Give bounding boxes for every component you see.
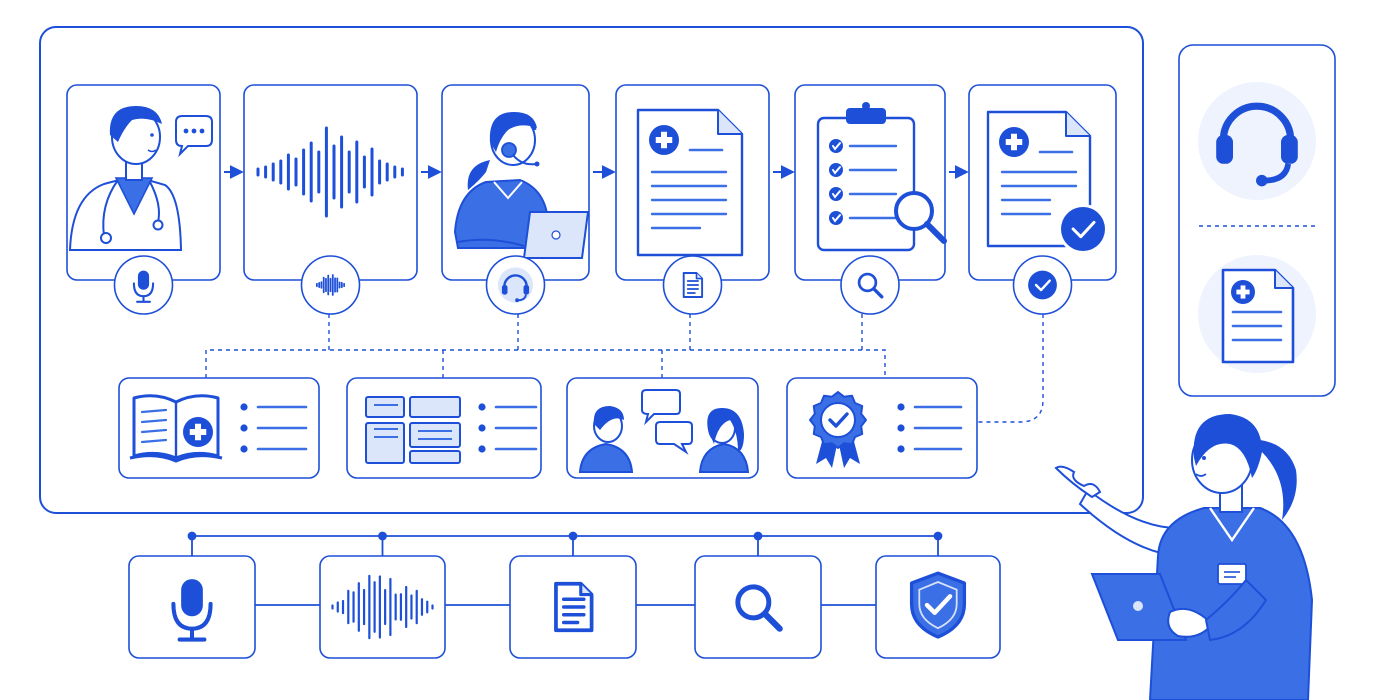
medical-book-icon	[129, 394, 223, 463]
pipeline-card-transcription	[441, 84, 590, 281]
step-badge-medical-document	[662, 255, 723, 315]
waveform-icon	[331, 574, 434, 640]
badge-ring	[840, 255, 900, 315]
step-badge-transcription	[485, 255, 546, 315]
two-people-chat-icon	[578, 389, 750, 473]
chat-bubble-1	[641, 389, 681, 426]
transcriptionist-illustration	[453, 112, 590, 259]
resource-list-2	[478, 403, 538, 453]
presenter-nurse-illustration	[1054, 414, 1314, 700]
clipboard-clip	[846, 108, 886, 124]
doctor-hair	[109, 106, 162, 142]
transcriptionist-hair	[489, 112, 537, 152]
bottom-rail-node	[933, 531, 943, 541]
waveform-icon	[316, 274, 345, 296]
pipeline-card-quality-review	[794, 84, 947, 281]
headset-icon	[497, 267, 534, 303]
checklist-item	[829, 211, 898, 225]
pointing-hand	[1054, 465, 1102, 499]
nurse-hair	[1193, 414, 1262, 478]
document-fold	[717, 110, 742, 135]
bottom-rail-node	[187, 531, 197, 541]
bottom-rail-node	[378, 531, 387, 541]
headset-icon	[1216, 102, 1298, 187]
tablet-logo	[1133, 601, 1143, 611]
sound-waveform-illustration	[256, 126, 404, 218]
stethoscope-chest	[100, 232, 112, 244]
approved-report-illustration	[986, 110, 1108, 254]
arm	[457, 238, 525, 247]
quality-badge-icon	[809, 391, 867, 468]
bottom-step-review	[694, 555, 822, 659]
headset-band	[492, 112, 537, 137]
magnifier-icon	[894, 191, 947, 244]
magnifier-icon	[857, 272, 884, 299]
microphone-icon	[132, 270, 155, 303]
bottom-step-secure	[875, 555, 1001, 659]
checklist-item	[829, 139, 898, 153]
nurse-eye	[1202, 456, 1206, 460]
microphone-icon	[171, 579, 213, 642]
holding-hand	[1167, 608, 1214, 638]
step-badge-audio	[300, 255, 361, 315]
bottom-step-audio	[319, 555, 446, 659]
checkmark-icon	[1028, 270, 1057, 300]
doctor-eye	[150, 133, 154, 137]
report-fold	[1065, 112, 1090, 137]
side-panel-report	[1198, 255, 1316, 373]
laptop-logo	[551, 230, 561, 240]
card-frame	[319, 555, 446, 659]
pipeline-card-approved-report	[968, 84, 1117, 281]
nurse-mouth	[1195, 473, 1207, 477]
person-right-body	[698, 442, 750, 473]
doctor-speaking-illustration	[68, 106, 213, 251]
bottom-rail-node	[753, 531, 763, 541]
bottom-rail-node	[568, 531, 578, 541]
speech-bubble-icon	[175, 115, 213, 158]
side-panel-support	[1198, 82, 1316, 200]
step-badge-approved-report	[1012, 255, 1073, 315]
clipboard-checklist-illustration	[816, 102, 947, 252]
template-layout-icon	[365, 396, 461, 464]
card-frame	[243, 84, 418, 281]
checklist-item	[829, 163, 898, 177]
pipeline-card-medical-document	[615, 84, 770, 281]
shield-check-icon	[909, 571, 967, 639]
ponytail	[467, 160, 490, 190]
scrubs-collar	[493, 181, 523, 200]
pipeline-card-dictation	[66, 84, 221, 281]
person-left-body	[578, 442, 634, 473]
resource-list-1	[240, 403, 308, 453]
headset-earpiece	[501, 142, 517, 158]
nurse-ponytail	[1248, 440, 1297, 520]
document-icon	[682, 272, 704, 298]
bottom-step-record	[128, 555, 256, 659]
pipeline-card-audio	[243, 84, 418, 281]
bottom-step-document	[509, 555, 637, 659]
medical-document-illustration	[636, 108, 744, 257]
resource-list-4	[897, 403, 963, 453]
medical-document-icon	[1221, 268, 1295, 364]
name-badge	[1217, 563, 1247, 585]
nurse-collar	[1209, 507, 1255, 543]
chat-bubble-2	[655, 421, 693, 455]
headset-mic	[512, 154, 537, 166]
magnifier-icon	[735, 584, 783, 632]
pointing-arm	[1078, 488, 1184, 558]
holding-arm	[1204, 578, 1268, 642]
step-badge-quality-review	[840, 255, 900, 315]
stethoscope-tube	[102, 179, 119, 237]
doctor-mouth	[147, 149, 157, 153]
approval-check-icon	[1058, 204, 1108, 254]
dashed-connector-approval	[978, 306, 1044, 423]
step-badge-dictation	[113, 255, 174, 315]
card-frame	[694, 555, 822, 659]
checklist-item	[829, 187, 898, 201]
document-icon	[554, 581, 594, 633]
dashed-connector-bus	[205, 349, 886, 378]
clipboard-board	[816, 116, 916, 252]
